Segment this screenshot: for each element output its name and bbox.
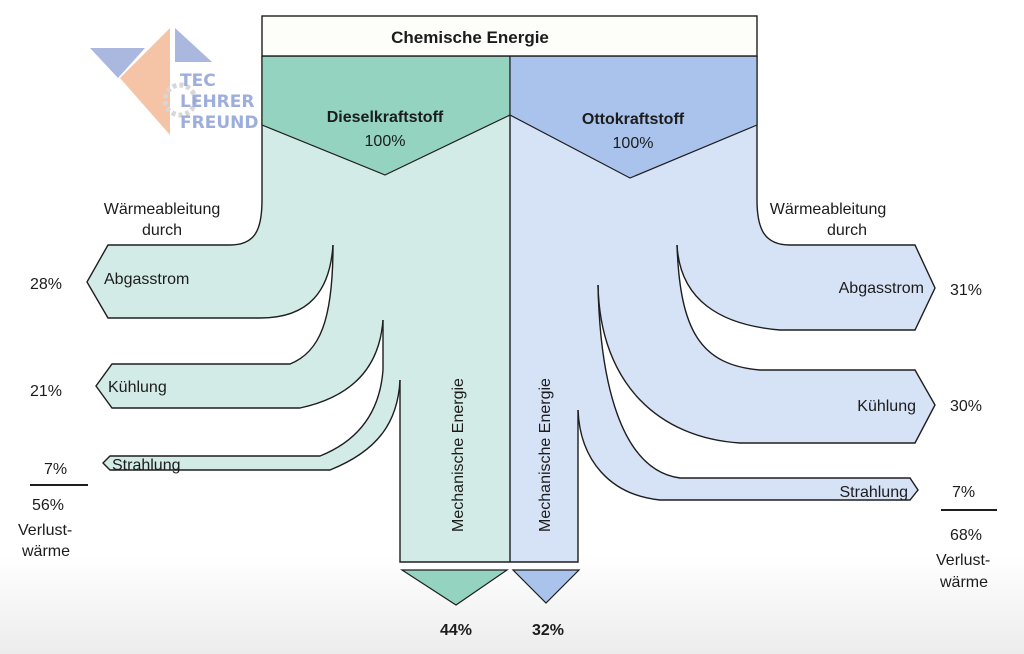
logo-text-line-3: FREUND [180, 113, 258, 133]
diesel-fuel-label: Dieselkraftstoff [327, 109, 444, 126]
diesel-flow-body [87, 56, 510, 562]
otto-kuehlung-label: Kühlung [857, 398, 916, 415]
otto-total-label-line-2: wärme [939, 574, 988, 591]
diesel-total-percent: 56% [32, 497, 64, 514]
header-title: Chemische Energie [391, 28, 549, 47]
diesel-mechanical-percent: 44% [440, 622, 472, 639]
diesel-abgas-label: Abgasstrom [104, 271, 189, 288]
otto-abgas-percent: 31% [950, 282, 982, 299]
otto-mechanical-arrow [511, 569, 581, 604]
otto-flow [510, 56, 936, 563]
diesel-outline-kuehlung-inner [102, 320, 401, 471]
otto-outline-abgas-inner [597, 244, 936, 444]
diesel-kuehlung-percent: 21% [30, 383, 62, 400]
otto-total-label-line-1: Verlust- [936, 552, 990, 569]
diesel-abgas-percent: 28% [30, 276, 62, 293]
logo-triangle-right [175, 28, 212, 62]
logo-gear-icon [162, 82, 198, 118]
otto-fuel-label: Ottokraftstoff [582, 111, 685, 128]
diesel-mechanical-arrow [399, 569, 509, 606]
logo: TEC LEHRER FREUND [90, 28, 258, 135]
otto-heading-line-1: Wärmeableitung [770, 201, 887, 218]
diesel-outline-outer [86, 56, 334, 319]
diesel-heading-line-1: Wärmeableitung [104, 201, 221, 218]
diesel-fuel-percent: 100% [365, 133, 406, 150]
logo-triangle-left [90, 48, 145, 78]
logo-text-line-1: TEC [180, 71, 216, 91]
otto-total-percent: 68% [950, 527, 982, 544]
diesel-kuehlung-label: Kühlung [108, 379, 167, 396]
header-box [261, 15, 758, 57]
otto-outline-mech [510, 410, 579, 563]
logo-triangle-orange [120, 28, 170, 135]
otto-kuehlung-percent: 30% [950, 398, 982, 415]
diesel-strahlung-label: Strahlung [112, 457, 181, 474]
otto-flow-body [510, 56, 935, 562]
logo-text-line-2: LEHRER [180, 92, 254, 112]
otto-strahlung-label: Strahlung [840, 484, 909, 501]
otto-mechanical-label: Mechanische Energie [537, 378, 554, 532]
diesel-flow [86, 56, 510, 563]
diesel-outline-abgas-inner [95, 244, 384, 409]
otto-abgas-label: Abgasstrom [839, 280, 924, 297]
otto-fuel-percent: 100% [613, 135, 654, 152]
diesel-total-label-line-2: wärme [21, 543, 70, 560]
diesel-strahlung-percent: 7% [44, 461, 67, 478]
diesel-total-label-line-1: Verlust- [18, 522, 72, 539]
otto-mechanical-percent: 32% [532, 622, 564, 639]
otto-strahlung-percent: 7% [952, 484, 975, 501]
diesel-mechanical-label: Mechanische Energie [450, 378, 467, 532]
diesel-heading-line-2: durch [142, 222, 182, 239]
diesel-outline-mech [399, 380, 510, 563]
otto-outline-kuehlung-inner [577, 284, 919, 501]
otto-heading-line-2: durch [827, 222, 867, 239]
otto-outline-outer [676, 56, 936, 331]
